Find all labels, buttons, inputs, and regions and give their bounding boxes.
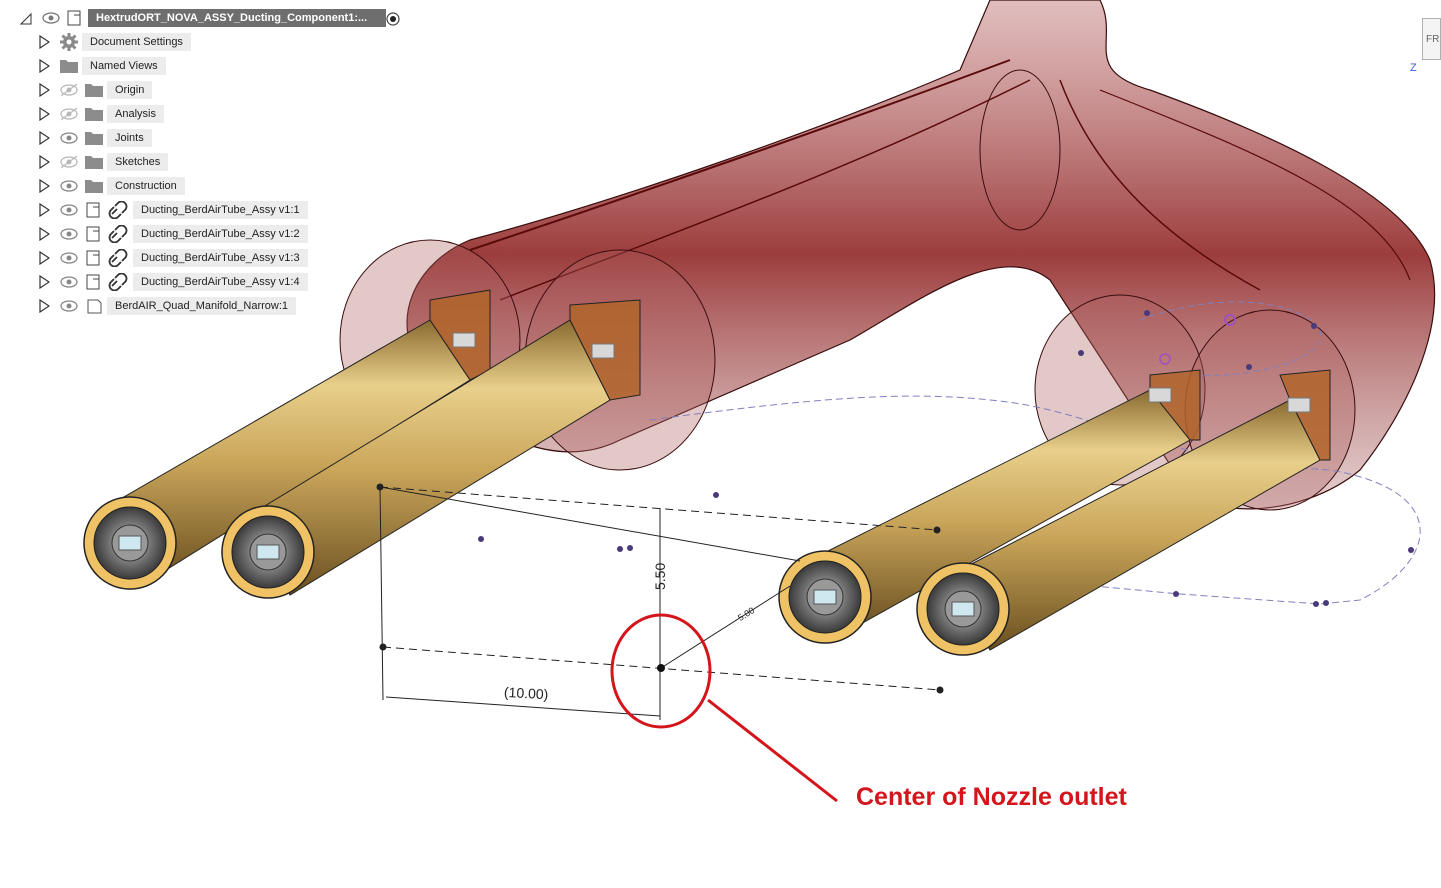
body-icon [87, 299, 102, 314]
browser-item-ducting-tube-3[interactable]: Ducting_BerdAirTube_Assy v1:3 [0, 246, 420, 270]
highlight-circle [610, 613, 712, 729]
eye-icon[interactable] [58, 202, 80, 218]
component-icon [86, 226, 100, 242]
eye-icon[interactable] [58, 274, 80, 290]
expand-triangle-icon[interactable] [38, 299, 50, 313]
tube-2[interactable] [221, 299, 641, 599]
expand-triangle-icon[interactable] [38, 107, 50, 121]
gear-icon [60, 33, 78, 51]
expand-triangle-icon[interactable] [38, 131, 50, 145]
eye-hidden-icon[interactable] [58, 106, 80, 122]
component-icon [86, 274, 100, 290]
browser-item-label: Analysis [107, 105, 164, 123]
joint-icon[interactable] [591, 343, 615, 359]
eye-hidden-icon[interactable] [58, 82, 80, 98]
component-icon [86, 202, 100, 218]
browser-item-sketches[interactable]: Sketches [0, 150, 420, 174]
dimension-vertical[interactable]: 5.50 [652, 563, 668, 590]
expand-triangle-icon[interactable] [38, 179, 50, 193]
browser-item-label: Named Views [82, 57, 166, 75]
expand-triangle-icon[interactable] [38, 227, 50, 241]
activate-radio-icon[interactable] [385, 11, 401, 27]
expand-triangle-icon[interactable] [38, 83, 50, 97]
link-icon [108, 201, 128, 219]
browser-item-joints[interactable]: Joints [0, 126, 420, 150]
viewcube-face[interactable]: FR [1422, 18, 1441, 60]
dimension-diagonal[interactable]: 5.00 [736, 605, 756, 623]
viewcube[interactable]: FR Z [1410, 12, 1441, 74]
browser-item-label: Document Settings [82, 33, 191, 51]
dimension-horizontal[interactable]: (10.00) [504, 684, 549, 702]
browser-item-label: Ducting_BerdAirTube_Assy v1:4 [133, 273, 308, 291]
component-icon [86, 250, 100, 266]
browser-item-construction[interactable]: Construction [0, 174, 420, 198]
browser-item-label: Origin [107, 81, 153, 99]
browser-item-label: BerdAIR_Quad_Manifold_Narrow:1 [107, 297, 297, 315]
expand-triangle-icon[interactable] [38, 35, 50, 49]
expand-triangle-icon[interactable] [38, 275, 50, 289]
tube-4[interactable] [916, 369, 1331, 656]
browser-item-label: Construction [107, 177, 185, 195]
annotation-label: Center of Nozzle outlet [856, 783, 1127, 811]
eye-icon[interactable] [58, 298, 80, 314]
joint-icon[interactable] [1287, 397, 1311, 413]
browser-item-ducting-tube-1[interactable]: Ducting_BerdAirTube_Assy v1:1 [0, 198, 420, 222]
browser-item-ducting-tube-2[interactable]: Ducting_BerdAirTube_Assy v1:2 [0, 222, 420, 246]
component-icon [67, 10, 81, 26]
tube-1[interactable] [83, 289, 491, 590]
browser-item-origin[interactable]: Origin [0, 78, 420, 102]
viewcube-label: FR [1426, 34, 1440, 45]
eye-icon[interactable] [58, 130, 80, 146]
link-icon [108, 225, 128, 243]
expand-triangle-icon[interactable] [38, 251, 50, 265]
expand-triangle-icon[interactable] [38, 203, 50, 217]
browser-root[interactable]: HextrudORT_NOVA_ASSY_Ducting_Component1:… [0, 6, 420, 30]
browser-item-manifold[interactable]: BerdAIR_Quad_Manifold_Narrow:1 [0, 294, 420, 318]
expand-triangle-icon[interactable] [38, 155, 50, 169]
browser-item-ducting-tube-4[interactable]: Ducting_BerdAirTube_Assy v1:4 [0, 270, 420, 294]
folder-icon [85, 180, 103, 193]
browser-item-label: Ducting_BerdAirTube_Assy v1:3 [133, 249, 308, 267]
joint-icon[interactable] [1148, 387, 1172, 403]
eye-icon[interactable] [58, 250, 80, 266]
browser-root-label: HextrudORT_NOVA_ASSY_Ducting_Component1:… [88, 9, 386, 27]
browser-item-document-settings[interactable]: Document Settings [0, 30, 420, 54]
collapse-triangle-icon[interactable] [20, 11, 32, 25]
expand-triangle-icon[interactable] [38, 59, 50, 73]
browser-item-label: Joints [107, 129, 152, 147]
browser-item-label: Sketches [107, 153, 169, 171]
annotation-leader [707, 698, 838, 803]
folder-icon [85, 156, 103, 169]
tube-3[interactable] [778, 369, 1201, 644]
eye-hidden-icon[interactable] [58, 154, 80, 170]
folder-icon [85, 132, 103, 145]
joint-icon[interactable] [452, 332, 476, 348]
link-icon [108, 249, 128, 267]
folder-icon [85, 108, 103, 121]
browser-item-analysis[interactable]: Analysis [0, 102, 420, 126]
eye-icon[interactable] [58, 226, 80, 242]
viewcube-axis-z: Z [1410, 62, 1417, 74]
eye-icon[interactable] [40, 10, 62, 26]
link-icon [108, 273, 128, 291]
browser-item-label: Ducting_BerdAirTube_Assy v1:1 [133, 201, 308, 219]
sketch-points [478, 310, 1414, 607]
folder-icon [85, 84, 103, 97]
folder-icon [60, 60, 78, 73]
eye-icon[interactable] [58, 178, 80, 194]
browser-item-label: Ducting_BerdAirTube_Assy v1:2 [133, 225, 308, 243]
browser-item-named-views[interactable]: Named Views [0, 54, 420, 78]
